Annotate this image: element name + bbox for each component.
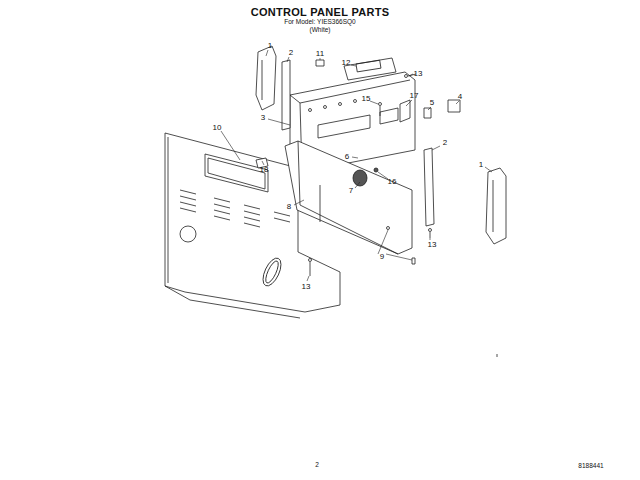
callout-number: 13 xyxy=(428,241,437,249)
callout-number: 11 xyxy=(316,50,324,58)
page-title: CONTROL PANEL PARTS xyxy=(251,7,390,18)
model-color: (White) xyxy=(310,27,331,34)
callout-number: 2 xyxy=(443,139,447,147)
callout-number: 16 xyxy=(388,178,397,186)
lower-trim xyxy=(285,141,412,254)
callout-number: 2 xyxy=(289,49,293,57)
display-module xyxy=(344,58,396,80)
page-number: 2 xyxy=(315,462,319,469)
callout-number: 18 xyxy=(260,166,269,174)
end-cap xyxy=(256,46,276,110)
connector xyxy=(448,100,460,112)
callout-number: 10 xyxy=(213,124,222,132)
callout-number: 5 xyxy=(430,99,434,107)
callout-number: 4 xyxy=(458,93,462,101)
leader-lines xyxy=(221,50,492,281)
callout-number: 6 xyxy=(345,153,349,161)
document-number: 8188441 xyxy=(578,463,603,470)
end-cap xyxy=(486,168,506,244)
callout-number: 1 xyxy=(268,42,272,50)
callout-number: 13 xyxy=(414,70,423,78)
callout-number: 8 xyxy=(287,203,291,211)
callout-number: 3 xyxy=(261,114,265,122)
callout-number: 7 xyxy=(349,187,353,195)
bracket xyxy=(424,148,434,226)
callout-number: 9 xyxy=(380,253,384,261)
clip xyxy=(316,60,324,66)
switch xyxy=(424,108,431,118)
callout-number: 15 xyxy=(362,95,371,103)
callout-number: 1 xyxy=(479,161,483,169)
model-number: For Model: YIES366SQ0 xyxy=(284,19,355,26)
callout-number: 13 xyxy=(302,283,311,291)
callout-number: 17 xyxy=(410,92,419,100)
bracket xyxy=(282,60,290,130)
callout-number: 12 xyxy=(342,59,351,67)
